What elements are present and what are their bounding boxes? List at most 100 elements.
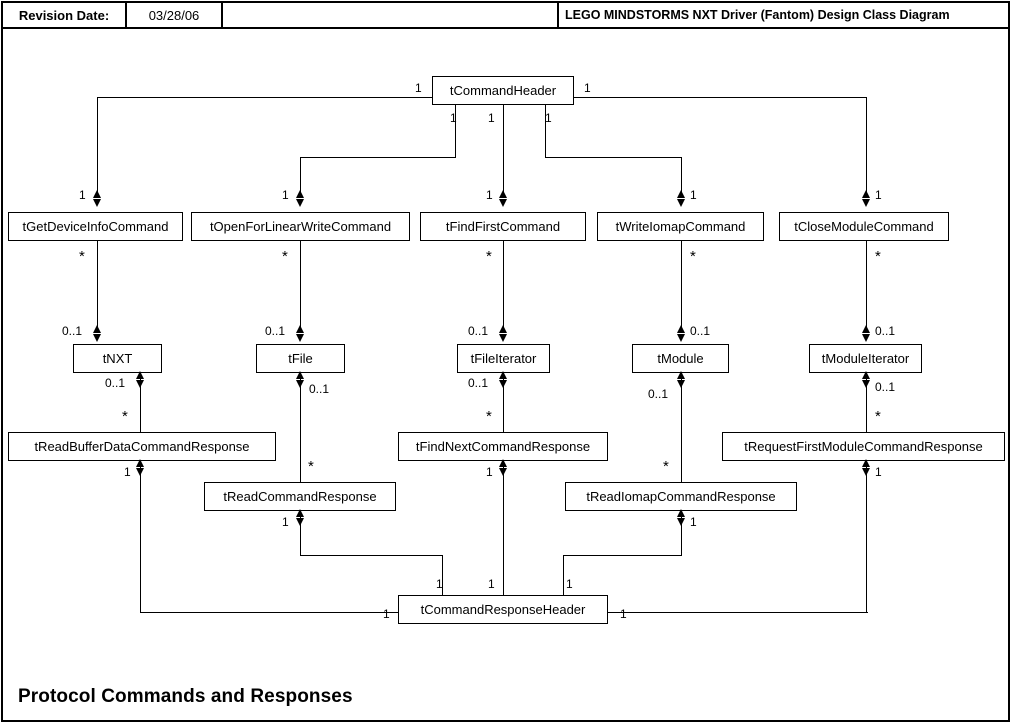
diamond-findfirst <box>499 190 508 207</box>
conn-readcommandresponse-elbow <box>300 555 443 556</box>
class-treadbufferdatacommandresponse[interactable]: tReadBufferDataCommandResponse <box>8 432 276 461</box>
diamond-file-bottom <box>296 371 305 388</box>
mult-closemodule-top: 1 <box>875 188 882 202</box>
diamond-fileiterator-bottom <box>499 371 508 388</box>
mult-readcommandresponse-top: * <box>308 458 314 475</box>
mult-openlinear-top: 1 <box>282 188 289 202</box>
conn-header-to-closemodule <box>866 97 867 196</box>
mult-header-right: 1 <box>584 81 591 95</box>
conn-header-left-spine <box>97 97 433 98</box>
mult-readiomap-bottom: 1 <box>690 515 697 529</box>
conn-header-to-getdeviceinfo <box>97 97 98 196</box>
class-tmodule[interactable]: tModule <box>632 344 729 373</box>
conn-nxt-to-readbufferdata <box>140 373 141 433</box>
conn-readcommandresponse-stub <box>442 555 443 599</box>
diamond-readcommandresponse-bottom <box>296 509 305 526</box>
diamond-moduleiterator-bottom <box>862 371 871 388</box>
conn-openlinear-to-file <box>300 241 301 331</box>
conn-requestfirst-down <box>866 461 867 613</box>
conn-module-to-readiomap <box>681 373 682 483</box>
class-tfindnextcommandresponse[interactable]: tFindNextCommandResponse <box>398 432 608 461</box>
diamond-findnext-bottom <box>499 459 508 476</box>
mult-nxt-bottom: 0..1 <box>105 376 126 390</box>
class-topenforlinearwritecommand[interactable]: tOpenForLinearWriteCommand <box>191 212 410 241</box>
diamond-module-top <box>677 325 686 342</box>
diamond-closemodule <box>862 190 871 207</box>
conn-header-right-spine <box>573 97 867 98</box>
class-treadiomapcommandresponse[interactable]: tReadIomapCommandResponse <box>565 482 797 511</box>
conn-readbufferdata-elbow <box>140 612 400 613</box>
mult-readiomap-top: * <box>663 458 669 475</box>
class-tclosemodulecommand[interactable]: tCloseModuleCommand <box>779 212 949 241</box>
revision-date-value: 03/28/06 <box>127 3 223 27</box>
mult-file-top: 0..1 <box>265 324 286 338</box>
diamond-nxt-top <box>93 325 102 342</box>
conn-file-to-readcommandresponse <box>300 373 301 483</box>
diamond-file-top <box>296 325 305 342</box>
diamond-readbufferdata-bottom <box>136 459 145 476</box>
mult-getdeviceinfo-bottom: * <box>79 248 85 265</box>
diamond-getdeviceinfo <box>93 190 102 207</box>
mult-readcommandresponse-bottom: 1 <box>282 515 289 529</box>
mult-requestfirst-bottom: 1 <box>875 465 882 479</box>
conn-readiomap-down <box>681 511 682 556</box>
diamond-moduleiterator-top <box>862 325 871 342</box>
class-tfileiterator[interactable]: tFileIterator <box>457 344 550 373</box>
mult-responseheader-top-1: 1 <box>436 577 443 591</box>
mult-writeiomap-bottom: * <box>690 248 696 265</box>
diamond-fileiterator-top <box>499 325 508 342</box>
conn-findnext-down <box>503 461 504 599</box>
class-tgetdeviceinfocommand[interactable]: tGetDeviceInfoCommand <box>8 212 183 241</box>
mult-readbufferdata-bottom: 1 <box>124 465 131 479</box>
mult-findnext-bottom: 1 <box>486 465 493 479</box>
mult-openlinear-bottom: * <box>282 248 288 265</box>
mult-closemodule-bottom: * <box>875 248 881 265</box>
mult-readbufferdata-top: * <box>122 408 128 425</box>
diamond-writeiomap <box>677 190 686 207</box>
conn-header-to-findfirst <box>503 105 504 196</box>
conn-getdeviceinfo-to-nxt <box>97 241 98 331</box>
class-treadcommandresponse[interactable]: tReadCommandResponse <box>204 482 396 511</box>
mult-writeiomap-top: 1 <box>690 188 697 202</box>
class-tmoduleiterator[interactable]: tModuleIterator <box>809 344 922 373</box>
mult-fileiterator-top: 0..1 <box>468 324 489 338</box>
title-bar-spacer <box>223 3 559 27</box>
conn-header-stub-writeiomap <box>545 105 546 157</box>
mult-header-bottom-3: 1 <box>545 111 552 125</box>
mult-responseheader-left: 1 <box>383 607 390 621</box>
mult-responseheader-top-2: 1 <box>488 577 495 591</box>
title-bar: Revision Date: 03/28/06 LEGO MINDSTORMS … <box>3 3 1008 29</box>
conn-readcommandresponse-down <box>300 511 301 556</box>
diamond-nxt-bottom <box>136 371 145 388</box>
diagram-caption: Protocol Commands and Responses <box>18 686 353 707</box>
conn-readiomap-elbow <box>563 555 682 556</box>
mult-header-left: 1 <box>415 81 422 95</box>
conn-readbufferdata-down <box>140 461 141 613</box>
diagram-title: LEGO MINDSTORMS NXT Driver (Fantom) Desi… <box>565 8 950 22</box>
mult-fileiterator-bottom: 0..1 <box>468 376 489 390</box>
revision-date-label: Revision Date: <box>3 3 127 27</box>
mult-findfirst-top: 1 <box>486 188 493 202</box>
mult-module-bottom: 0..1 <box>648 387 669 401</box>
mult-requestfirst-top: * <box>875 408 881 425</box>
conn-fileiterator-to-findnext <box>503 373 504 433</box>
conn-findfirst-to-fileiterator <box>503 241 504 331</box>
conn-moduleiterator-to-requestfirst <box>866 373 867 433</box>
class-tfile[interactable]: tFile <box>256 344 345 373</box>
mult-getdeviceinfo-top: 1 <box>79 188 86 202</box>
mult-moduleiterator-bottom: 0..1 <box>875 380 896 394</box>
conn-header-to-openlinear <box>300 157 301 196</box>
class-twriteiomapcommand[interactable]: tWriteIomapCommand <box>597 212 764 241</box>
diamond-readiomap-bottom <box>677 509 686 526</box>
mult-findfirst-bottom: * <box>486 248 492 265</box>
class-tcommandheader[interactable]: tCommandHeader <box>432 76 574 105</box>
class-tcommandresponseheader[interactable]: tCommandResponseHeader <box>398 595 608 624</box>
class-tnxt[interactable]: tNXT <box>73 344 162 373</box>
mult-responseheader-top-3: 1 <box>566 577 573 591</box>
conn-writeiomap-to-module <box>681 241 682 331</box>
class-trequestfirstmodulecommandresponse[interactable]: tRequestFirstModuleCommandResponse <box>722 432 1005 461</box>
mult-module-top: 0..1 <box>690 324 711 338</box>
diamond-module-bottom <box>677 371 686 388</box>
class-tfindfirstcommand[interactable]: tFindFirstCommand <box>420 212 586 241</box>
